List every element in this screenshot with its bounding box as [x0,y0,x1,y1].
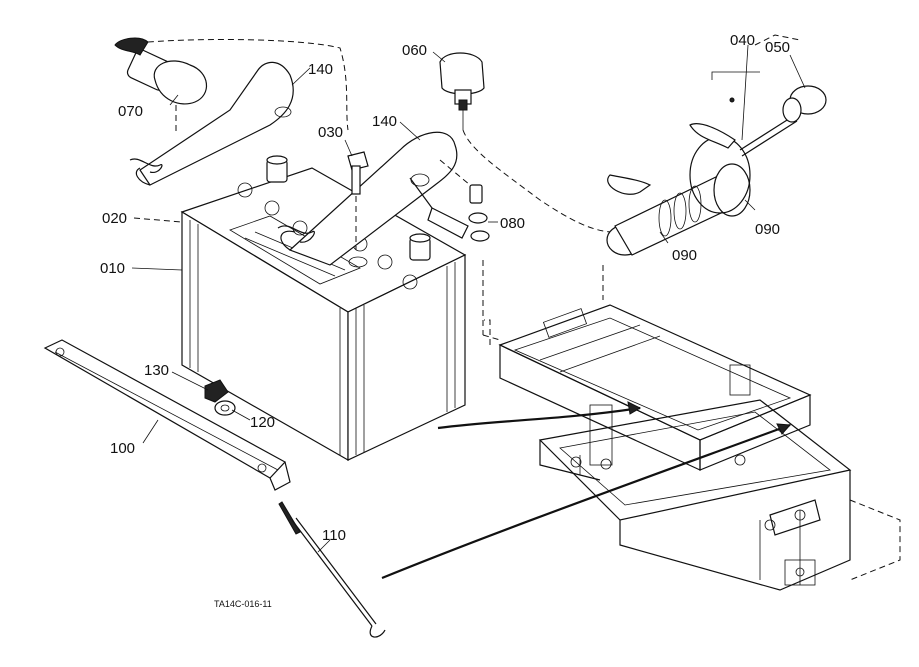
label-010: 010 [100,260,125,277]
leader-lines [131,51,756,553]
hold-down-bar-100 [43,339,291,491]
label-040: 040 [730,32,755,49]
label-060: 060 [402,42,427,59]
label-140-left: 140 [308,61,333,78]
label-030: 030 [318,124,343,141]
label-090-lower: 090 [672,247,697,264]
label-120: 120 [250,414,275,431]
hose-assembly [606,34,827,256]
nut-130 [204,379,229,403]
connector-070 [114,37,207,135]
drawing-code: TA14C-016-11 [214,599,272,609]
j-bolt-110 [278,501,386,638]
label-100: 100 [110,440,135,457]
strap-center [277,131,458,266]
part-labels: 010 020 030 040 050 060 070 080 090 090 … [100,32,790,609]
frame-tray [482,260,901,591]
washer-120 [214,400,236,416]
label-070: 070 [118,103,143,120]
bolts-080 [409,159,490,242]
label-020: 020 [102,210,127,227]
label-080: 080 [500,215,525,232]
sensor-060 [439,52,611,233]
label-110: 110 [322,527,346,544]
assembly-arrows [381,401,792,580]
label-050: 050 [765,39,790,56]
label-090-upper: 090 [755,221,780,238]
bolt-030 [347,151,369,250]
strap-left [135,61,294,186]
label-130: 130 [144,362,169,379]
label-140-center: 140 [372,113,397,130]
